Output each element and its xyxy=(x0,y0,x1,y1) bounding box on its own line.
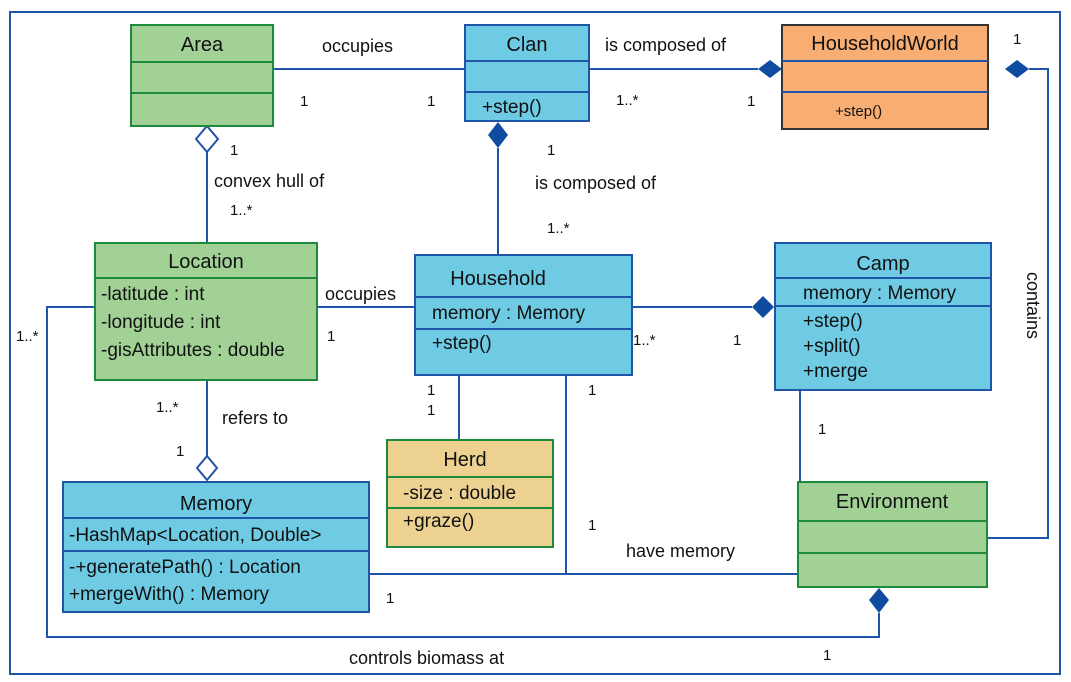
mult-camp-environment-camp: 1 xyxy=(818,421,826,438)
aggregation-diamond-area xyxy=(194,124,220,154)
composition-diamond-world-right xyxy=(1005,60,1029,78)
mult-location-memory-location: 1..* xyxy=(156,399,179,416)
mult-area-location-location: 1..* xyxy=(230,202,253,219)
label-location-household: occupies xyxy=(325,284,396,304)
class-camp-name: Camp xyxy=(856,253,909,275)
class-clan-method: +step() xyxy=(482,97,542,118)
class-location[interactable]: Location -latitude : int -longitude : in… xyxy=(94,242,318,381)
mult-clan-household-household: 1..* xyxy=(547,220,570,237)
composition-diamond-environment xyxy=(869,588,889,613)
class-clan-name: Clan xyxy=(506,34,547,56)
class-herd-attr-size: -size : double xyxy=(403,483,516,504)
mult-area-location-area: 1 xyxy=(230,142,238,159)
mult-household-memory-memory: 1 xyxy=(386,590,394,607)
label-area-clan: occupies xyxy=(322,36,393,56)
class-household-world-name: HouseholdWorld xyxy=(811,33,959,55)
assoc-environment-location xyxy=(46,306,880,638)
class-herd-method-graze: +graze() xyxy=(403,511,474,532)
class-camp-method-merge: +merge xyxy=(803,361,868,382)
class-household-attr-memory: memory : Memory xyxy=(432,303,586,324)
class-clan[interactable]: Clan +step() xyxy=(464,24,590,122)
mult-household-camp-household: 1..* xyxy=(633,332,656,349)
class-memory[interactable]: Memory -HashMap<Location, Double> -+gene… xyxy=(62,481,370,613)
mult-location-memory-memory: 1 xyxy=(176,443,184,460)
class-memory-method-generate-path: -+generatePath() : Location xyxy=(69,557,301,578)
label-household-memory: have memory xyxy=(626,541,735,561)
label-clan-world: is composed of xyxy=(605,35,727,55)
mult-clan-world-clan: 1..* xyxy=(616,92,639,109)
class-location-attr-gis: -gisAttributes : double xyxy=(101,340,285,361)
label-area-location: convex hull of xyxy=(214,171,325,191)
class-household-method-step: +step() xyxy=(432,333,492,354)
class-location-attr-longitude: -longitude : int xyxy=(101,312,221,333)
aggregation-diamond-memory xyxy=(195,454,219,482)
mult-household-memory-bottom: 1 xyxy=(588,517,596,534)
class-camp-method-split: +split() xyxy=(803,336,861,357)
class-herd[interactable]: Herd -size : double +graze() xyxy=(386,439,554,548)
class-camp-method-step: +step() xyxy=(803,311,863,332)
class-household-world-method: +step() xyxy=(835,103,882,120)
label-location-memory: refers to xyxy=(222,408,288,428)
class-memory-name: Memory xyxy=(180,493,252,515)
label-world-environment: contains xyxy=(1023,272,1043,339)
class-household-name: Household xyxy=(450,268,546,290)
class-household[interactable]: Household memory : Memory +step() xyxy=(414,254,633,376)
class-area-name: Area xyxy=(181,34,224,56)
mult-clan-world-world: 1 xyxy=(747,93,755,110)
mult-environment-location-location: 1..* xyxy=(16,328,39,345)
class-memory-method-merge-with: +mergeWith() : Memory xyxy=(69,584,270,605)
class-camp-attr-memory: memory : Memory xyxy=(803,283,957,304)
mult-clan-household-clan: 1 xyxy=(547,142,555,159)
mult-household-herd-household: 1 xyxy=(427,382,435,399)
diagram-frame xyxy=(9,11,1061,675)
class-herd-name: Herd xyxy=(443,449,486,471)
mult-area-clan-area: 1 xyxy=(300,93,308,110)
class-area[interactable]: Area xyxy=(130,24,274,127)
mult-household-camp-camp: 1 xyxy=(733,332,741,349)
mult-area-clan-clan: 1 xyxy=(427,93,435,110)
mult-location-household-location: 1 xyxy=(327,328,335,345)
composition-diamond-camp xyxy=(752,296,774,318)
assoc-world-environment xyxy=(988,68,1049,539)
composition-diamond-world-left xyxy=(758,60,782,78)
label-environment-location: controls biomass at xyxy=(349,648,504,668)
composition-diamond-clan xyxy=(488,122,508,148)
class-location-name: Location xyxy=(168,251,244,273)
label-clan-household: is composed of xyxy=(535,173,657,193)
class-memory-attr-hashmap: -HashMap<Location, Double> xyxy=(69,525,321,546)
class-location-attr-latitude: -latitude : int xyxy=(101,284,205,305)
class-camp[interactable]: Camp memory : Memory +step() +split() +m… xyxy=(774,242,992,391)
class-environment-name: Environment xyxy=(836,491,949,513)
class-household-world[interactable]: HouseholdWorld +step() xyxy=(781,24,989,130)
mult-household-herd-herd: 1 xyxy=(427,402,435,419)
mult-environment-location-environment: 1 xyxy=(823,647,831,664)
mult-household-memory-top: 1 xyxy=(588,382,596,399)
class-environment[interactable]: Environment xyxy=(797,481,988,588)
mult-world-environment-world: 1 xyxy=(1013,31,1021,48)
